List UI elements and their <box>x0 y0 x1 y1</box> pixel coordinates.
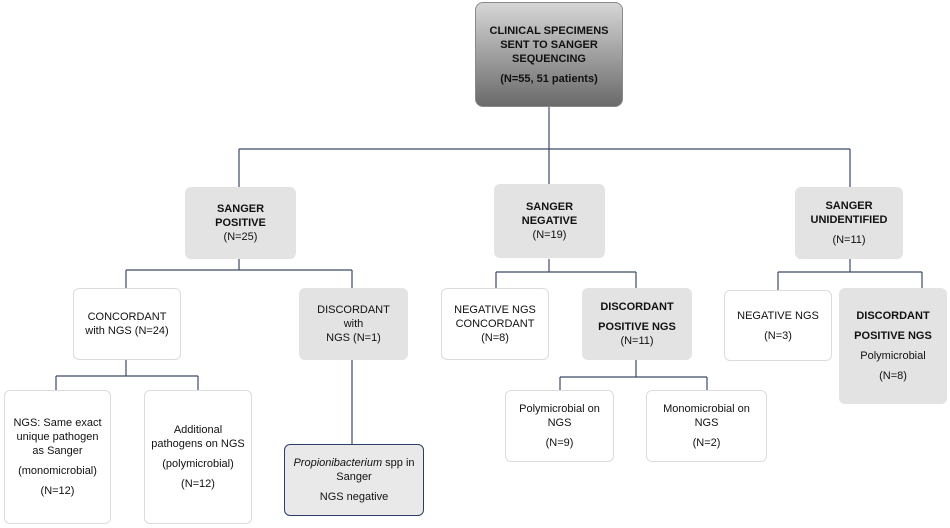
same-pathogen-line-1: NGS: Same exact <box>13 417 102 429</box>
sanger-unidentified-title-2: UNIDENTIFIED <box>810 214 888 226</box>
negative-discordant-count: (N=11) <box>620 335 654 347</box>
polymicrobial-count: (N=9) <box>545 437 574 449</box>
sanger-positive-title: SANGER POSITIVE <box>215 203 266 229</box>
discordant-positive-line-2: NGS (N=1) <box>326 332 381 344</box>
same-pathogen-line-2: unique pathogen <box>16 431 99 443</box>
root-box-clinical-specimens: CLINICAL SPECIMENS SENT TO SANGER SEQUEN… <box>475 2 623 107</box>
monomicrobial-count: (N=2) <box>692 437 721 449</box>
unidentified-discordant-line-1: DISCORDANT <box>856 310 930 322</box>
propionibacterium-line-3: NGS negative <box>319 491 389 503</box>
sanger-positive-count: (N=25) <box>223 231 258 243</box>
negative-concordant-line-2: CONCORDANT <box>455 318 535 330</box>
same-pathogen-box: NGS: Same exact unique pathogen as Sange… <box>4 390 111 524</box>
additional-type: (polymicrobial) <box>162 458 234 470</box>
same-pathogen-type: (monomicrobial) <box>18 465 97 477</box>
unidentified-discordant-count: (N=8) <box>879 370 907 382</box>
same-pathogen-line-3: as Sanger <box>32 445 83 457</box>
additional-pathogens-box: Additional pathogens on NGS (polymicrobi… <box>144 390 252 524</box>
unidentified-negative-count: (N=3) <box>764 329 792 342</box>
negative-discordant-box: DISCORDANT POSITIVE NGS (N=11) <box>582 288 692 360</box>
root-title-line-2: SENT TO SANGER <box>500 38 598 51</box>
sanger-negative-title: SANGER NEGATIVE <box>521 201 578 227</box>
root-count: (N=55, 51 patients) <box>500 72 598 85</box>
monomicrobial-line-1: Monomicrobial on <box>663 403 750 415</box>
sanger-unidentified-box: SANGER UNIDENTIFIED (N=11) <box>795 187 903 259</box>
negative-concordant-count: (N=8) <box>481 332 509 344</box>
unidentified-discordant-box: DISCORDANT POSITIVE NGS Polymicrobial (N… <box>839 288 947 404</box>
unidentified-negative-line-1: NEGATIVE NGS <box>737 309 819 322</box>
additional-count: (N=12) <box>181 478 215 490</box>
propionibacterium-line-1: Propionibacterium spp in <box>293 456 414 470</box>
unidentified-negative-box: NEGATIVE NGS (N=3) <box>724 290 832 361</box>
discordant-positive-line-1: DISCORDANT with <box>317 304 390 330</box>
additional-line-1: Additional <box>173 424 223 436</box>
negative-discordant-line-2: POSITIVE NGS <box>598 321 676 333</box>
sanger-unidentified-title-1: SANGER <box>825 200 873 212</box>
sanger-negative-count: (N=19) <box>532 229 567 241</box>
monomicrobial-box: Monomicrobial on NGS (N=2) <box>646 390 767 462</box>
propionibacterium-suffix: spp in <box>382 457 415 469</box>
additional-line-2: pathogens on NGS <box>151 438 245 450</box>
negative-discordant-line-1: DISCORDANT <box>600 301 674 313</box>
root-title-line-1: CLINICAL SPECIMENS <box>489 24 609 37</box>
sanger-positive-box: SANGER POSITIVE (N=25) <box>185 187 296 259</box>
propionibacterium-box: Propionibacterium spp in Sanger NGS nega… <box>284 444 424 516</box>
sanger-unidentified-count: (N=11) <box>832 234 866 246</box>
discordant-positive-box: DISCORDANT with NGS (N=1) <box>299 288 408 360</box>
negative-ngs-concordant-box: NEGATIVE NGS CONCORDANT (N=8) <box>441 288 549 360</box>
polymicrobial-box: Polymicrobial on NGS (N=9) <box>505 390 614 462</box>
same-pathogen-count: (N=12) <box>40 485 75 497</box>
unidentified-discordant-line-2: POSITIVE NGS <box>854 330 932 342</box>
concordant-box: CONCORDANT with NGS (N=24) <box>73 288 181 360</box>
monomicrobial-line-2: NGS <box>694 417 719 429</box>
propionibacterium-line-2: Sanger <box>336 471 372 483</box>
polymicrobial-line-1: Polymicrobial on <box>519 403 600 415</box>
concordant-line-1: CONCORDANT <box>87 311 167 323</box>
sanger-negative-box: SANGER NEGATIVE (N=19) <box>494 184 605 258</box>
concordant-line-2: with NGS (N=24) <box>85 325 169 337</box>
polymicrobial-line-2: NGS <box>547 417 572 429</box>
unidentified-discordant-line-3: Polymicrobial <box>860 350 926 362</box>
propionibacterium-organism: Propionibacterium <box>293 457 383 469</box>
negative-concordant-line-1: NEGATIVE NGS <box>454 304 536 316</box>
root-title-line-3: SEQUENCING <box>512 52 586 65</box>
